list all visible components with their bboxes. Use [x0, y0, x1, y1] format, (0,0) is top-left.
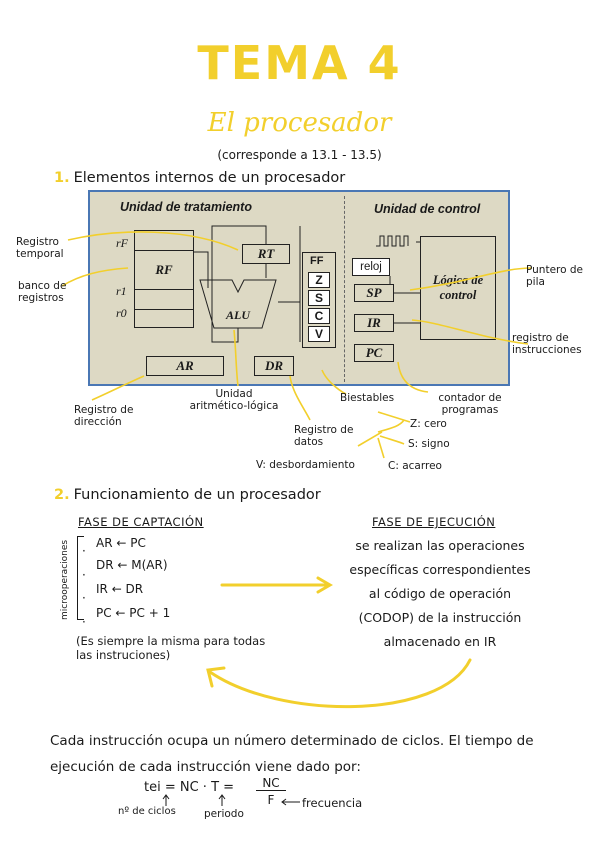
execute-phase-title: FASE DE EJECUCIÓN: [372, 515, 496, 529]
note-c-carry: C: acarreo: [388, 460, 442, 472]
instruction-register-ir: IR: [354, 314, 394, 332]
fetch-step: DR ← M(AR): [96, 558, 168, 572]
flag-v: V: [308, 326, 330, 342]
reg-rf-label: rF: [116, 236, 128, 250]
section-1-heading: 1.Elementos internos de un procesador: [54, 170, 345, 186]
register-file: RF: [134, 230, 194, 328]
flag-s: S: [308, 290, 330, 306]
note-flip-flops: Biestables: [340, 392, 395, 404]
flag-z: Z: [308, 272, 330, 288]
note-instruction-register: registro de instrucciones: [512, 332, 582, 356]
fetch-step: PC ← PC + 1: [96, 606, 171, 620]
formula-numerator: NC: [256, 776, 286, 791]
reg-r0-label: r0: [116, 306, 127, 320]
formula-denominator: F: [267, 793, 275, 807]
alu-shape: [199, 279, 277, 329]
address-register-ar: AR: [146, 356, 224, 376]
clock-signal-icon: [376, 235, 409, 247]
execute-line: se realizan las operaciones: [355, 538, 525, 553]
label-num-cycles: nº de ciclos: [118, 806, 176, 817]
note-temp-register: Registro temporal: [16, 236, 64, 260]
label-period: periodo: [204, 808, 244, 820]
unit-divider: [344, 196, 345, 382]
fetch-bullets: ····: [82, 544, 86, 629]
chapter-reference: (corresponde a 13.1 - 13.5): [217, 148, 382, 162]
section-2-title: Funcionamiento de un procesador: [73, 487, 321, 503]
section-2-heading: 2.Funcionamiento de un procesador: [54, 487, 321, 503]
execute-line: específicas correspondientes: [349, 562, 531, 577]
execute-phase-description: se realizan las operaciones específicas …: [320, 534, 560, 654]
program-counter-pc: PC: [354, 344, 394, 362]
temp-register-rt: RT: [242, 244, 290, 264]
note-address-register: Registro de dirección: [74, 404, 134, 428]
note-z-zero: Z: cero: [410, 418, 447, 430]
execute-line: (CODOP) de la instrucción: [358, 610, 522, 625]
note-data-register: Registro de datos: [294, 424, 354, 448]
data-register-dr: DR: [254, 356, 294, 376]
stack-pointer-sp: SP: [354, 284, 394, 302]
treatment-bus-lines: [194, 225, 301, 343]
section-1-number: 1.: [54, 170, 70, 186]
control-bus-lines: [389, 241, 420, 324]
execute-line: almacenado en IR: [383, 634, 497, 649]
fetch-step: IR ← DR: [96, 582, 144, 596]
note-alu: Unidad aritmético-lógica: [189, 388, 279, 412]
fetch-step: AR ← PC: [96, 536, 146, 550]
section-2-number: 2.: [54, 487, 70, 503]
execute-line: al código de operación: [368, 586, 512, 601]
note-s-sign: S: signo: [408, 438, 450, 450]
treatment-unit-title: Unidad de tratamiento: [120, 200, 252, 214]
register-file-label: RF: [135, 251, 193, 290]
page-title: TEMA 4: [197, 36, 402, 90]
control-unit-title: Unidad de control: [374, 202, 481, 216]
note-stack-pointer: Puntero de pila: [526, 264, 584, 288]
note-program-counter: contador de programas: [438, 392, 502, 416]
formula-lhs: tei = NC · T =: [144, 780, 235, 795]
page-subtitle: El procesador: [207, 108, 392, 138]
fetch-phase-note: (Es siempre la misma para todas las inst…: [76, 634, 266, 662]
timing-paragraph: Cada instrucción ocupa un número determi…: [50, 733, 534, 775]
reg-r1-label: r1: [116, 284, 127, 298]
fetch-phase-title: FASE DE CAPTACIÓN: [78, 515, 204, 529]
clock-label: reloj: [352, 258, 390, 276]
section-1-title: Elementos internos de un procesador: [73, 170, 346, 186]
flag-c: C: [308, 308, 330, 324]
flag-ff: FF: [310, 255, 324, 267]
micro-operations-bracket: [77, 536, 84, 620]
annotation-arrows: [61, 231, 533, 459]
processor-diagram: Unidad de tratamiento Unidad de control …: [88, 190, 510, 386]
note-register-bank: banco de registros: [18, 280, 67, 304]
phase-arrows: [206, 576, 472, 709]
label-frequency: frecuencia: [302, 796, 363, 810]
alu-label: ALU: [226, 308, 250, 322]
note-v-overflow: V: desbordamiento: [256, 459, 355, 471]
